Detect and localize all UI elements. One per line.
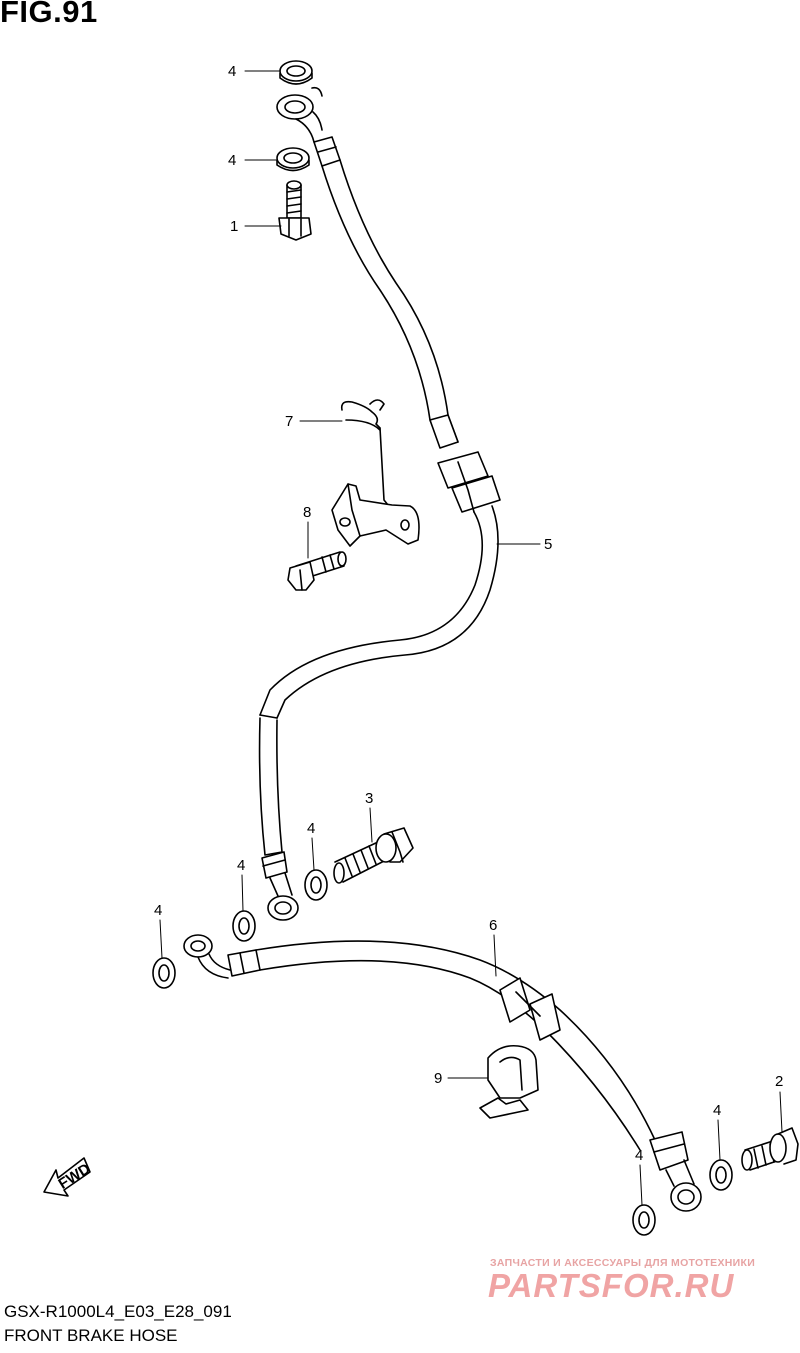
callout-1: 1 — [230, 218, 238, 235]
banjo-bolt-upper — [278, 180, 312, 241]
washer-left — [152, 957, 176, 989]
callout-4-mid-left: 4 — [237, 857, 245, 874]
callout-4-lower: 4 — [635, 1147, 643, 1164]
leader-lines — [159, 70, 783, 1206]
bracket-plate — [331, 483, 420, 547]
callout-labels: 4 4 1 7 8 5 3 4 4 4 6 9 2 4 4 — [154, 63, 783, 1164]
washer-top-2 — [276, 147, 310, 172]
callout-4-lower-right: 4 — [713, 1102, 721, 1119]
diagram-title: FRONT BRAKE HOSE — [4, 1326, 178, 1345]
watermark-tagline: ЗАПЧАСТИ И АКСЕССУАРЫ ДЛЯ МОТОТЕХНИКИ — [490, 1257, 756, 1269]
lower-brake-hose — [183, 934, 702, 1212]
washer-right-2 — [632, 1204, 656, 1236]
callout-5: 5 — [544, 536, 552, 553]
callout-9: 9 — [434, 1070, 442, 1087]
banjo-bolt-2 — [741, 1127, 799, 1171]
callout-6: 6 — [489, 917, 497, 934]
hose-clamp-7 — [340, 399, 389, 506]
callout-4-mid-right: 4 — [307, 820, 315, 837]
watermark-logo: PARTSFOR.RU — [488, 1267, 735, 1304]
callout-4-upper: 4 — [228, 152, 236, 169]
washer-mid-2 — [232, 910, 256, 942]
callout-2: 2 — [775, 1073, 783, 1090]
washer-right-1 — [709, 1159, 733, 1191]
bracket-bolt-8 — [287, 551, 347, 591]
fwd-arrow-icon: FWD — [43, 1157, 94, 1197]
washer-top-1 — [279, 60, 313, 85]
diagram-code: GSX-R1000L4_E03_E28_091 — [4, 1302, 232, 1321]
washer-mid-1 — [304, 869, 328, 901]
upper-brake-hose — [258, 86, 501, 921]
callout-4-left: 4 — [154, 902, 162, 919]
figure-title: FIG.91 — [0, 0, 98, 29]
callout-3: 3 — [365, 790, 373, 807]
hose-clip-9 — [479, 1044, 539, 1119]
callout-4-top: 4 — [228, 63, 236, 80]
callout-7: 7 — [285, 413, 293, 430]
callout-8: 8 — [303, 504, 311, 521]
banjo-bolt-3 — [333, 827, 414, 884]
